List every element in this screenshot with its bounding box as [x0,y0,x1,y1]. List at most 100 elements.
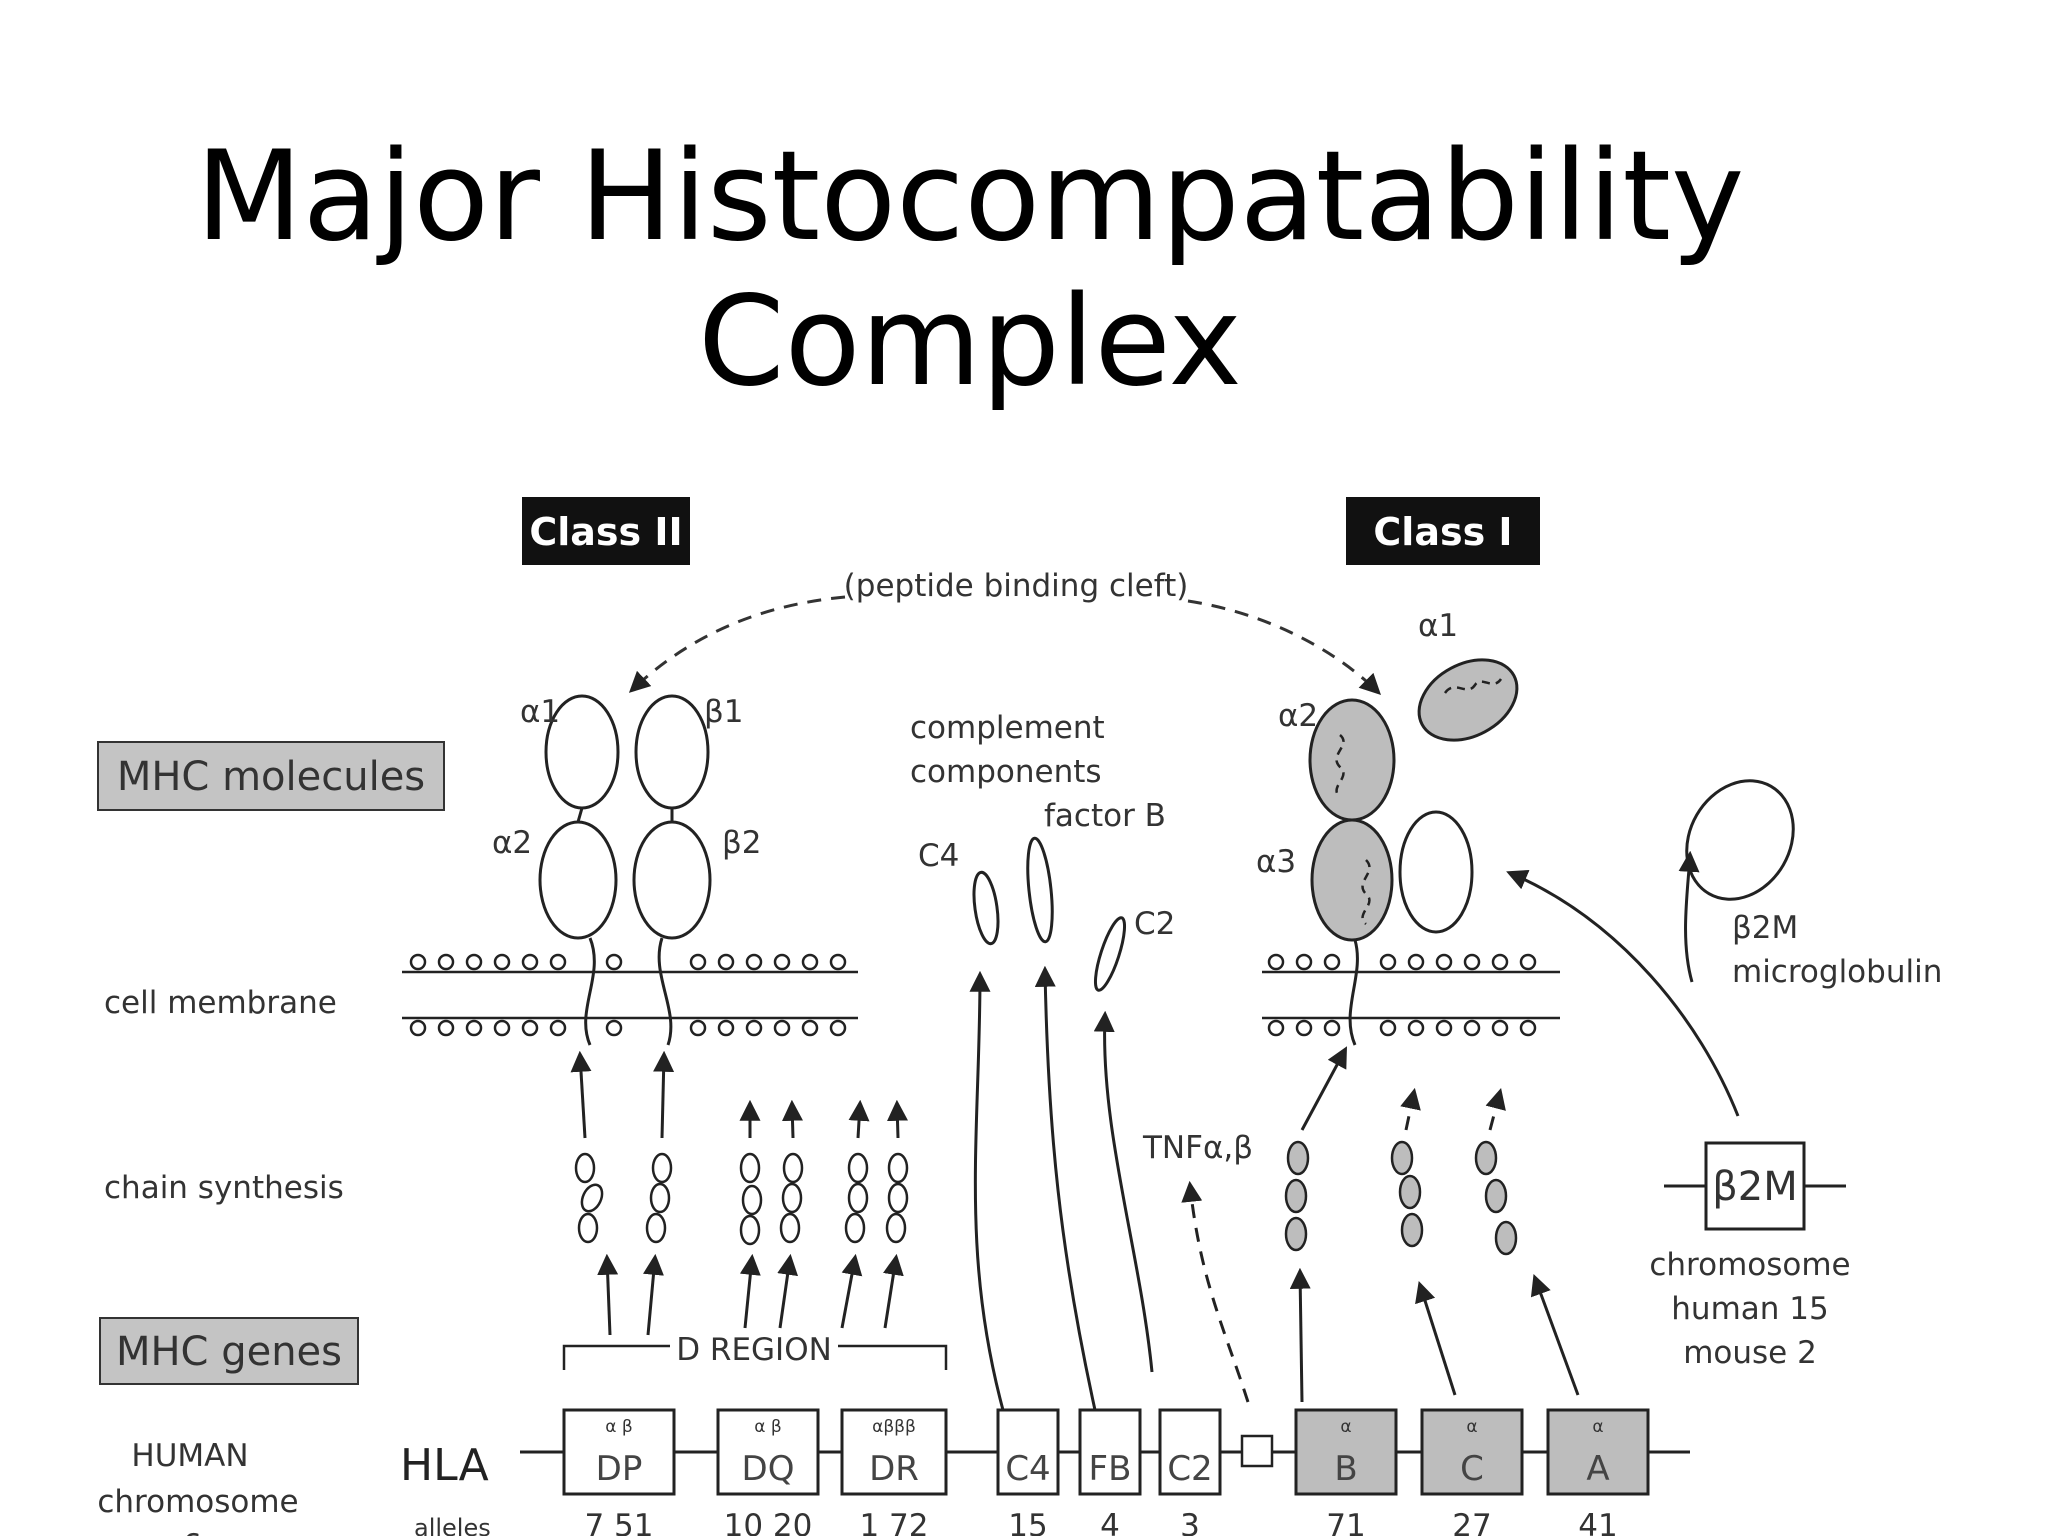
factor-b-label: factor B [1044,798,1166,834]
b2-microglobulin-molecule [1685,779,1795,901]
lipid-head [1435,953,1453,971]
lipid-head [717,953,735,971]
gene-chain-label: α [1466,1417,1477,1437]
peptide-binding-cleft: (peptide binding cleft) [628,568,1382,695]
cell-membrane-right [1262,953,1560,1037]
lipid-head [829,1019,847,1037]
chain-synthesis-label: chain synthesis [104,1170,344,1206]
svg-text:Class I: Class I [1373,510,1512,554]
lipid-head [409,953,427,971]
gene-name: DQ [742,1449,795,1489]
lipid-head [493,1019,511,1037]
b2m-label: β2M [1732,910,1798,946]
lipid-head [1295,1019,1313,1037]
lipid-head [1491,1019,1509,1037]
human-label: HUMAN [131,1438,248,1474]
lipid-head [1519,1019,1537,1037]
gene-box-c: Cα 27 [1420,1408,1524,1536]
chain-synthesis-class-ii [574,1152,909,1246]
lipid-head [689,953,707,971]
lipid-head [773,1019,791,1037]
d-region-label: D REGION [676,1332,832,1368]
lipid-head [437,1019,455,1037]
lipid-head [1435,1019,1453,1037]
lipid-head [1379,1019,1397,1037]
gene-name: C4 [1005,1449,1050,1489]
lipid-head [549,1019,567,1037]
gene-alleles: 1 72 [859,1508,928,1536]
lipid-head [493,953,511,971]
lipid-head [1323,953,1341,971]
gene-chain-label: α [1340,1417,1351,1437]
lipid-head [409,1019,427,1037]
gene-box-c2: C23 [1158,1408,1222,1536]
gene-box-dp: DPα β7 51 [562,1408,676,1536]
lipid-head [1267,1019,1285,1037]
gene-chain-label: αβββ [872,1417,916,1437]
b2m-gene-box: β2M [1664,1141,1846,1231]
page-title-line2: Complex [698,270,1242,414]
b2m-chromosome-label: chromosome [1649,1247,1850,1283]
lipid-head [717,1019,735,1037]
class-ii-header: Class II [522,497,690,565]
domain-b2: β2 [722,825,762,861]
lipid-head [465,1019,483,1037]
alleles-label: alleles [414,1514,491,1536]
lipid-head [605,953,623,971]
d-region-bracket [562,1344,948,1370]
gene-box-fb: FB4 [1078,1408,1142,1536]
lipid-head [605,1019,623,1037]
lipid-head [1267,953,1285,971]
svg-text:MHC genes: MHC genes [116,1329,342,1375]
page-title-line1: Major Histocompatability [195,125,1745,269]
gene-name: C [1460,1449,1484,1489]
chromosome-label: chromosome [97,1484,298,1520]
complement-components [972,836,1127,992]
tnf-label: TNFα,β [1142,1130,1253,1166]
gene-chain-label: α [1592,1417,1603,1437]
lipid-head [801,953,819,971]
b2m-mouse-label: mouse 2 [1683,1335,1817,1371]
domain-a2-left: α2 [492,825,532,861]
gene-alleles: 71 [1326,1508,1365,1536]
gene-alleles: 10 20 [724,1508,813,1536]
mhc-molecules-label: MHC molecules [97,741,445,811]
domain-b1: β1 [704,694,744,730]
b2m-human-label: human 15 [1671,1291,1828,1327]
lipid-head [549,953,567,971]
gene-box-dq: DQα β10 20 [716,1408,820,1536]
lipid-head [465,953,483,971]
lipid-head [1519,953,1537,971]
cell-membrane-label: cell membrane [104,985,337,1021]
chromosome-number: 6 [182,1528,202,1536]
lipid-head [745,953,763,971]
lipid-head [1463,1019,1481,1037]
domain-a2-right: α2 [1278,698,1318,734]
svg-text:(peptide binding cleft): (peptide binding cleft) [844,568,1189,604]
class-ii-molecule [538,694,712,1046]
lipid-head [1463,953,1481,971]
dashed-arrows [1181,1087,1506,1403]
c4-molecule-label: C4 [918,838,959,874]
gene-name: FB [1089,1449,1132,1489]
chain-synthesis-class-i [1284,1140,1518,1256]
microglobulin-label: microglobulin [1732,954,1942,990]
complement-label-2: components [910,754,1102,790]
synthesis-arrows [570,850,1740,1411]
domain-a1-right: α1 [1418,608,1458,644]
lipid-head [437,953,455,971]
lipid-head [1407,1019,1425,1037]
gene-alleles: 3 [1180,1508,1200,1536]
gene-alleles: 27 [1452,1508,1491,1536]
gene-name: DP [596,1449,643,1489]
class-i-header: Class I [1346,497,1540,565]
domain-a3-right: α3 [1256,844,1296,880]
svg-text:MHC molecules: MHC molecules [117,754,425,800]
domain-a1-left: α1 [520,694,560,730]
